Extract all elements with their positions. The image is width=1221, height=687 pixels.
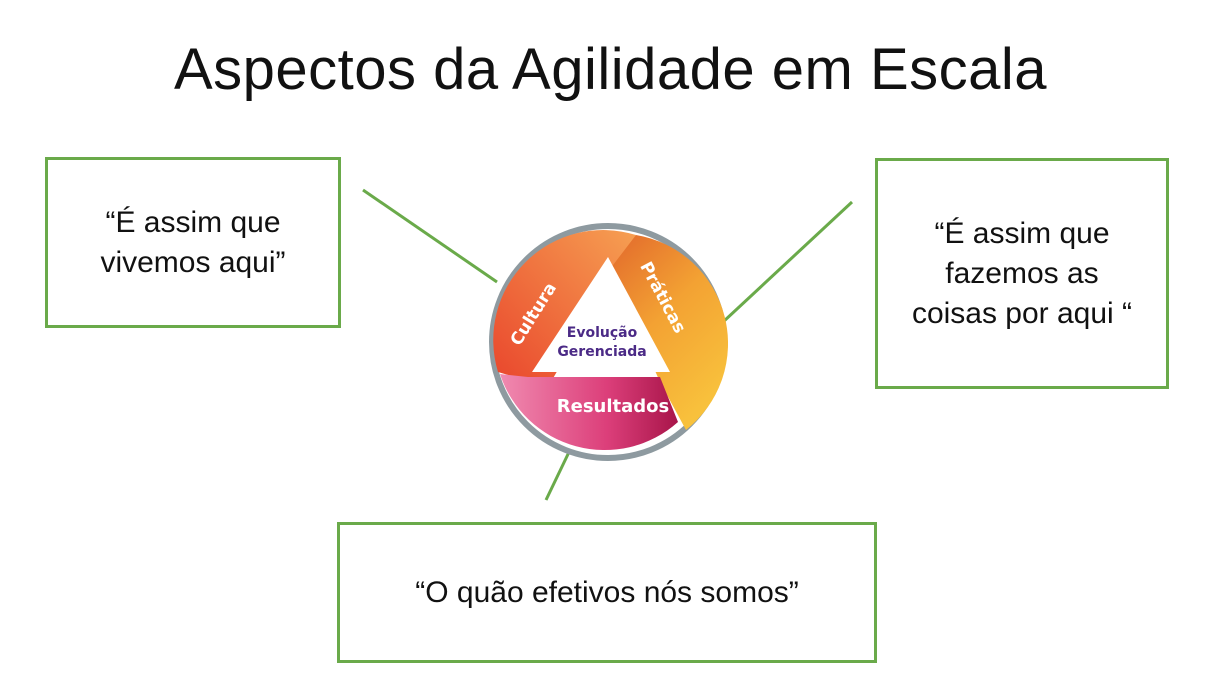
quote-box-practices: “É assim que fazemos as coisas por aqui … [875,158,1169,389]
segment-resultados [500,374,678,451]
segment-praticas [610,235,728,430]
connector-right [721,200,854,324]
center-triangle [532,257,670,372]
quote-text-practices: “É assim que fazemos as coisas por aqui … [911,216,1133,330]
center-label-line1: Evolução [567,325,638,341]
connector-left [362,188,498,284]
quote-box-results: “O quão efetivos nós somos” [337,522,877,663]
center-label-line2: Gerenciada [557,344,646,360]
quote-text-culture: “É assim que vivemos aqui” [100,205,286,279]
quote-box-culture: “É assim que vivemos aqui” [45,157,341,328]
segment-label-resultados: Resultados [557,396,669,417]
connector-bottom [544,449,572,501]
quote-text-results: “O quão efetivos nós somos” [415,575,799,609]
agility-wheel: Cultura Práticas Resultados Evolução Ger… [489,223,728,461]
page-title: Aspectos da Agilidade em Escala [173,37,1048,102]
